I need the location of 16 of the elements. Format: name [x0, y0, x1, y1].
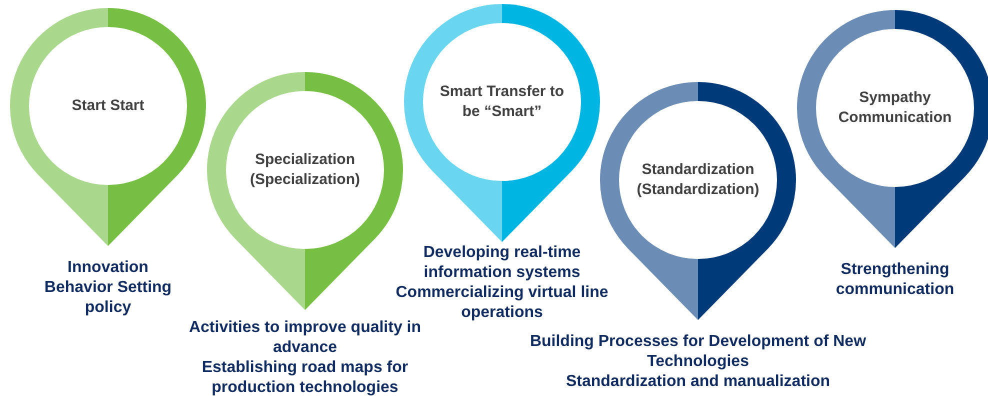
description-text: Establishing road maps for production technologies — [200, 358, 410, 398]
description-text: Developing real-time information systems — [422, 243, 582, 283]
pin-label: Start Start — [72, 96, 144, 116]
location-pin — [8, 6, 208, 248]
pin-label: Specialization (Specialization) — [248, 150, 362, 190]
description-text: Commercializing virtual line operations — [396, 283, 610, 321]
description-text: Strengthening communication — [834, 260, 956, 300]
description-text: Innovation Behavior Setting policy — [43, 258, 173, 318]
description-text: Building Processes for Development of New Technologies — [528, 332, 868, 372]
pin-label: Standardization (Standardization) — [636, 160, 760, 200]
pin-label: Sympathy Communication — [837, 88, 953, 128]
location-pin — [795, 8, 988, 250]
description-text: Activities to improve quality in advance — [188, 318, 422, 358]
description-text: Standardization and manualization — [564, 372, 832, 392]
pin-label: Smart Transfer to be “Smart” — [438, 82, 566, 122]
location-pin — [402, 2, 602, 244]
